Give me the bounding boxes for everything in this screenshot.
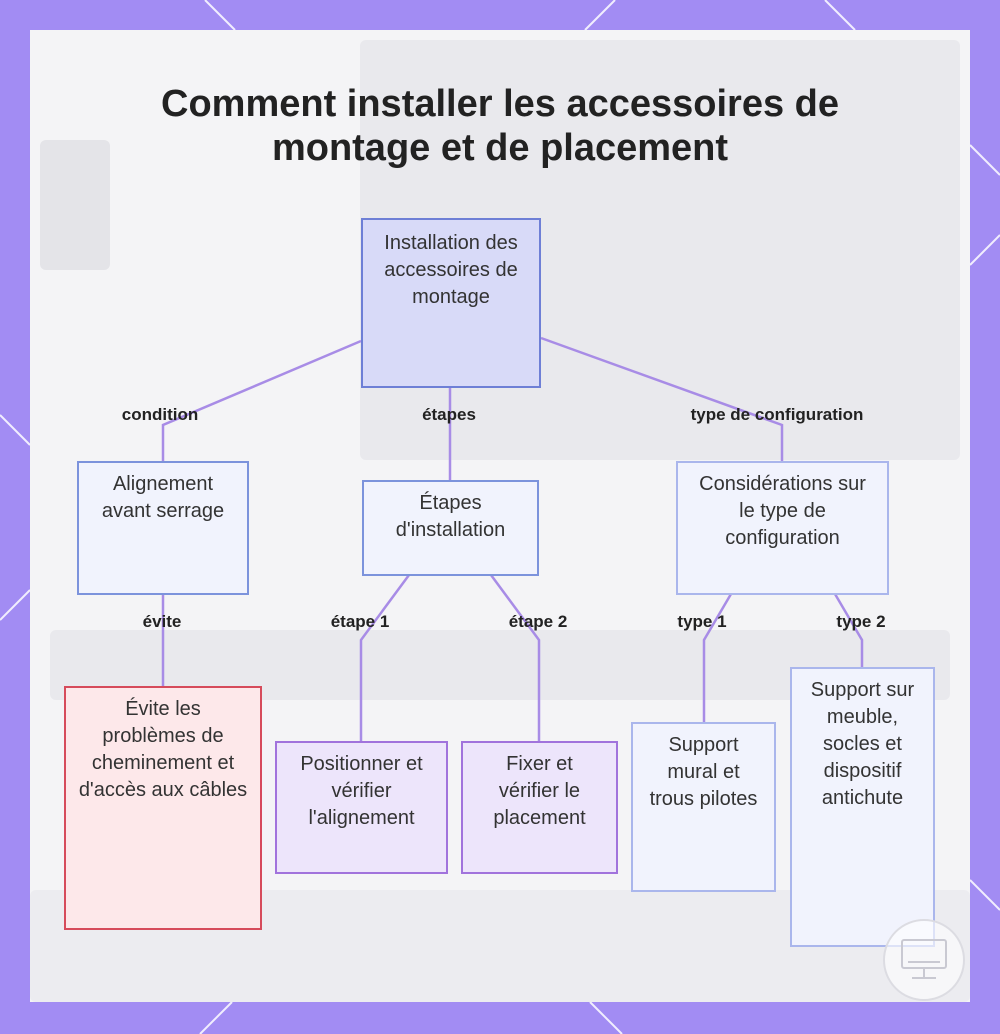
page-title: Comment installer les accessoires de mon… <box>30 82 970 170</box>
edge-label-etape-1: étape 1 <box>330 612 390 631</box>
node-position: Positionner et vérifier l'alignement <box>275 741 448 874</box>
node-root-label: Installation des accessoires de montage <box>384 232 518 308</box>
connector-steps-position <box>359 574 411 741</box>
edge-label-etape-2: étape 2 <box>508 612 568 631</box>
connector-root-alignment <box>161 339 362 461</box>
connector-config-furniture <box>833 593 864 667</box>
edge-label-evite: évite <box>142 612 182 631</box>
node-fix-label: Fixer et vérifier le placement <box>493 753 586 829</box>
connector-root-config <box>540 336 784 461</box>
node-wall: Support mural et trous pilotes <box>631 722 776 892</box>
title-line-2: montage et de placement <box>271 127 729 169</box>
title-line-1: Comment installer les accessoires de <box>161 83 839 125</box>
node-furniture: Support sur meuble, socles et dispositif… <box>790 667 935 947</box>
node-config: Considérations sur le type de configurat… <box>676 461 889 595</box>
edge-label-type-2: type 2 <box>836 612 886 631</box>
node-furniture-label: Support sur meuble, socles et dispositif… <box>810 679 915 809</box>
connector-config-wall <box>702 593 733 722</box>
node-steps-label: Étapes d'installation <box>395 492 506 541</box>
node-wall-label: Support mural et trous pilotes <box>649 734 758 810</box>
node-position-label: Positionner et vérifier l'alignement <box>300 753 423 829</box>
monitor-stand-icon <box>883 919 965 1001</box>
node-config-label: Considérations sur le type de configurat… <box>699 473 866 549</box>
node-root: Installation des accessoires de montage <box>361 218 541 388</box>
edge-label-condition: condition <box>121 405 199 424</box>
node-avoid-label: Évite les problèmes de cheminement et d'… <box>78 698 248 801</box>
background-blur-shape <box>40 140 110 270</box>
node-alignment: Alignement avant serrage <box>77 461 249 595</box>
node-avoid: Évite les problèmes de cheminement et d'… <box>64 686 262 930</box>
connector-steps-fix <box>489 574 541 741</box>
node-alignment-label: Alignement avant serrage <box>101 473 225 522</box>
edge-label-type-config: type de configuration <box>690 405 864 424</box>
node-steps: Étapes d'installation <box>362 480 539 576</box>
edge-label-type-1: type 1 <box>677 612 727 631</box>
node-fix: Fixer et vérifier le placement <box>461 741 618 874</box>
edge-label-etapes: étapes <box>422 405 476 424</box>
